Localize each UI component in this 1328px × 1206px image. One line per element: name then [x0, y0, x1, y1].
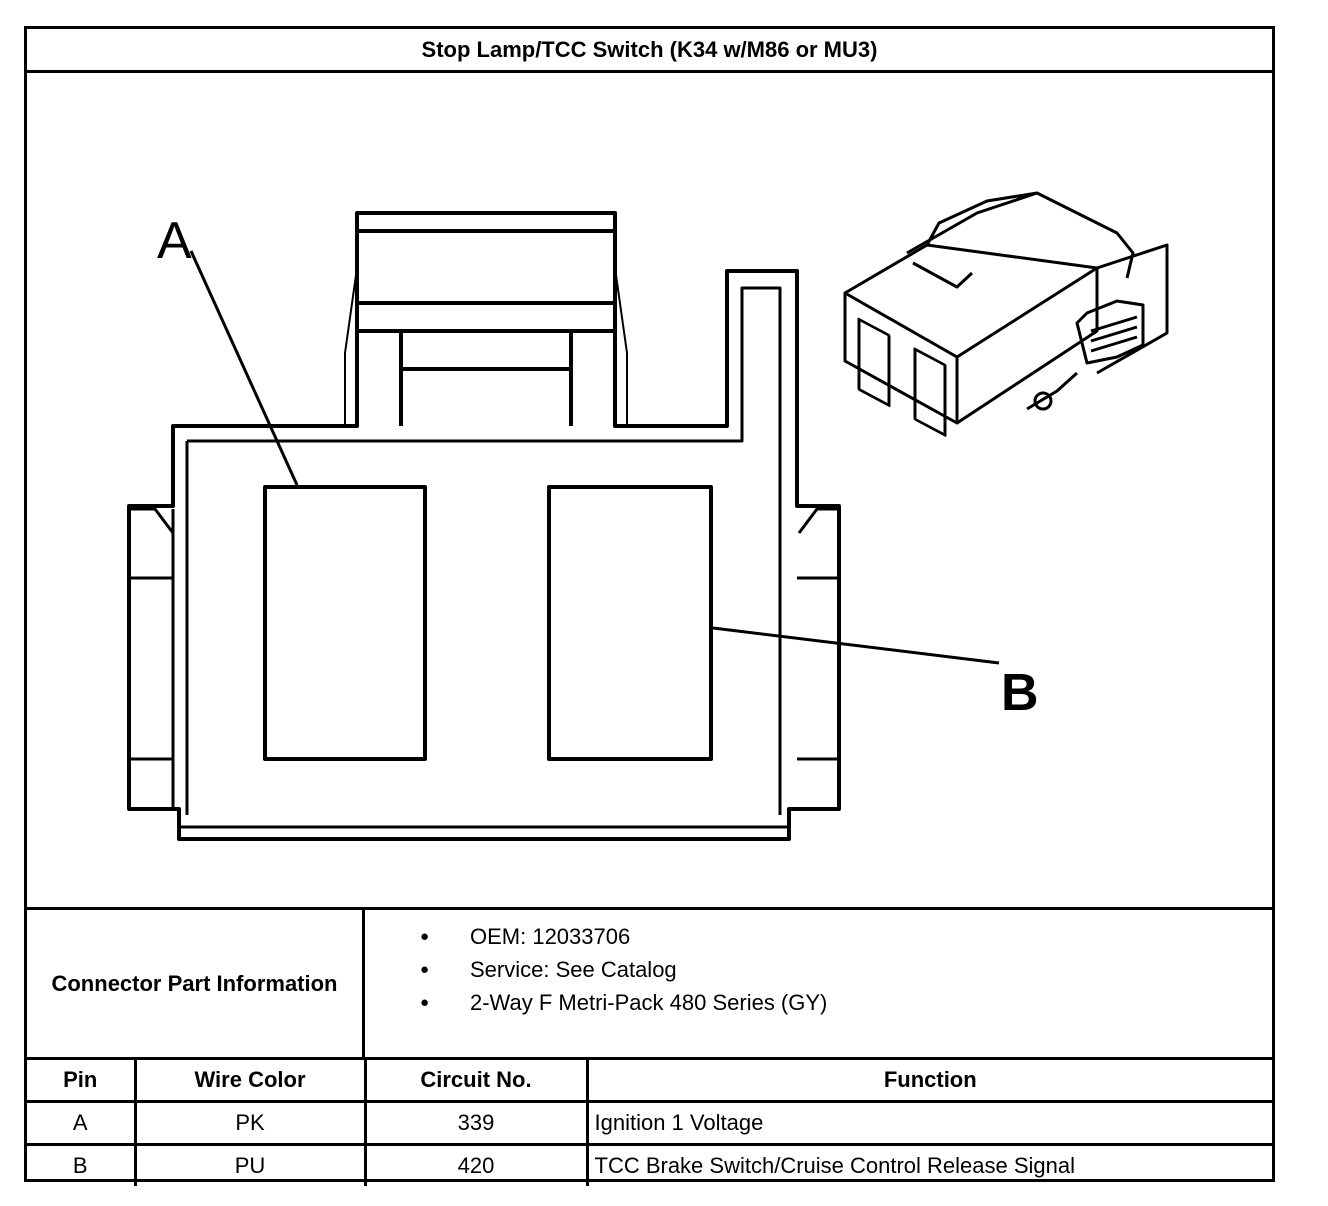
- cell-wire-color: PK: [133, 1100, 367, 1146]
- connector-face: [127, 211, 841, 841]
- table-row: B PU 420 TCC Brake Switch/Cruise Control…: [27, 1143, 1272, 1186]
- connector-diagram: A B: [27, 73, 1272, 907]
- top-latch: [357, 229, 615, 426]
- connector-info-list: OEM: 12033706 Service: See Catalog 2-Way…: [365, 910, 1272, 1019]
- cell-function: TCC Brake Switch/Cruise Control Release …: [585, 1143, 1272, 1186]
- cell-function: Ignition 1 Voltage: [585, 1100, 1272, 1146]
- header-wire-color: Wire Color: [133, 1057, 367, 1103]
- cell-circuit: 420: [363, 1143, 589, 1186]
- header-function: Function: [585, 1057, 1272, 1103]
- connector-info-section: Connector Part Information OEM: 12033706…: [27, 907, 1272, 1057]
- page-title: Stop Lamp/TCC Switch (K34 w/M86 or MU3): [27, 29, 1272, 73]
- pin-table: Pin Wire Color Circuit No. Function A PK…: [27, 1057, 1272, 1186]
- cell-pin: B: [27, 1143, 137, 1186]
- connector-sheet: Stop Lamp/TCC Switch (K34 w/M86 or MU3): [24, 26, 1275, 1186]
- cell-pin: A: [27, 1100, 137, 1146]
- callout-a-label: A: [157, 212, 192, 270]
- info-item-oem: OEM: 12033706: [365, 920, 1272, 953]
- info-item-service: Service: See Catalog: [365, 953, 1272, 986]
- connector-isometric-view: [843, 191, 1169, 437]
- header-circuit-no: Circuit No.: [363, 1057, 589, 1103]
- cavity-b: [547, 485, 713, 761]
- header-pin: Pin: [27, 1057, 137, 1103]
- info-item-series: 2-Way F Metri-Pack 480 Series (GY): [365, 986, 1272, 1019]
- callout-b-leader: [712, 626, 1000, 665]
- cavity-a: [263, 485, 427, 761]
- cell-wire-color: PU: [133, 1143, 367, 1186]
- callout-a-leader: [189, 250, 299, 486]
- callout-b-label: B: [1001, 664, 1039, 722]
- pin-table-header: Pin Wire Color Circuit No. Function: [27, 1057, 1272, 1103]
- table-row: A PK 339 Ignition 1 Voltage: [27, 1100, 1272, 1146]
- right-side-tab: [797, 507, 839, 761]
- connector-info-label: Connector Part Information: [27, 910, 365, 1057]
- left-side-tab: [129, 507, 175, 809]
- cell-circuit: 339: [363, 1100, 589, 1146]
- connector-drawing: A B: [127, 191, 1169, 841]
